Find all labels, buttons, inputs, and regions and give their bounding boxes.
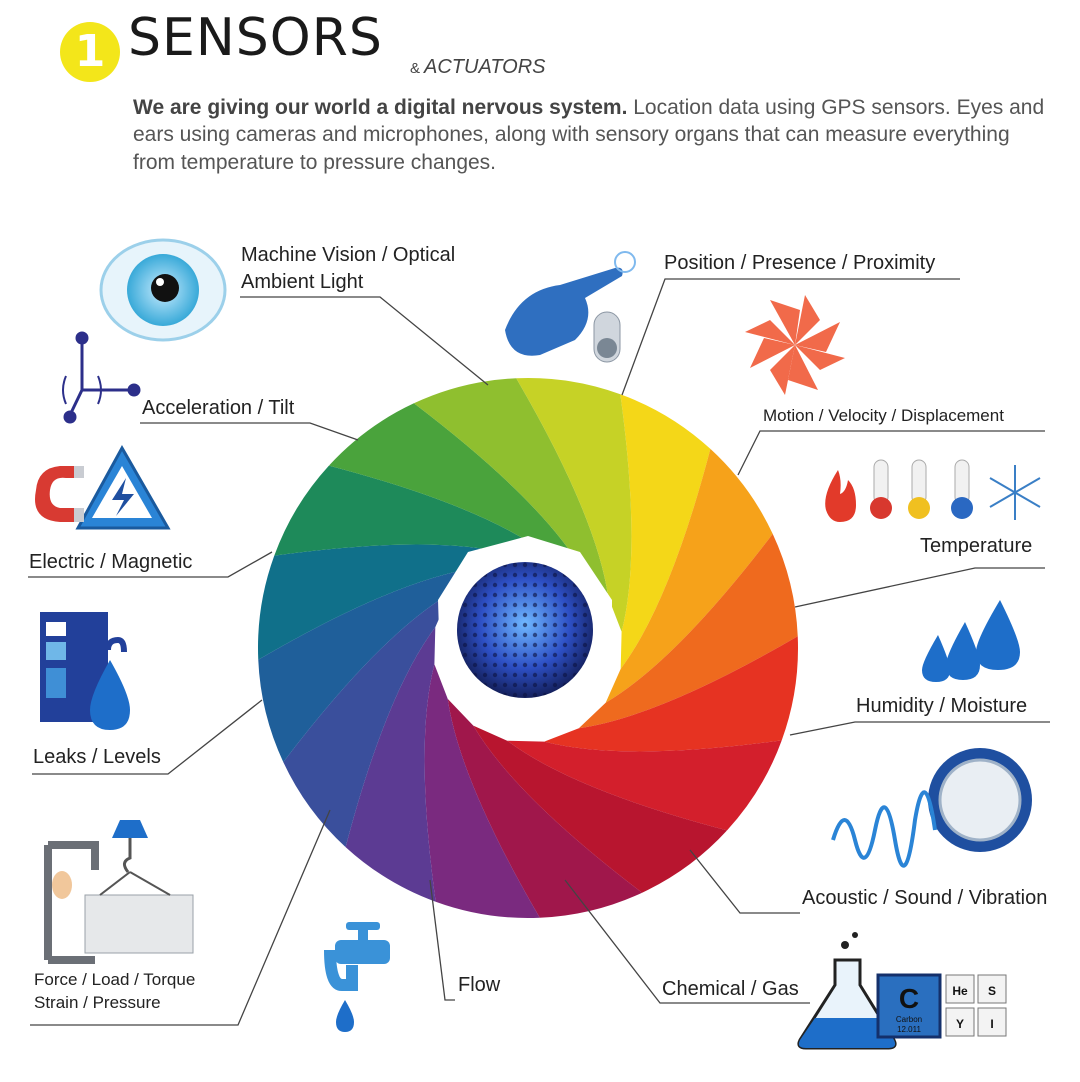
wheel-blade — [516, 377, 632, 632]
wheel-blade — [258, 544, 512, 660]
label-force-line2: Strain / Pressure — [34, 993, 161, 1012]
page-title: SENSORS — [128, 8, 383, 68]
water-drops-icon — [922, 600, 1020, 682]
page-subtitle: &ACTUATORS — [410, 56, 546, 79]
tile-carbon-number: 12.011 — [897, 1025, 921, 1034]
wheel-blade — [328, 403, 583, 571]
tile-carbon-name: Carbon — [896, 1015, 922, 1024]
wheel-blade — [473, 725, 728, 893]
wheel-blade — [258, 567, 478, 763]
sound-burst-icon — [831, 748, 1032, 868]
leader-lines — [28, 278, 1050, 1026]
periodic-table-tiles — [876, 973, 1007, 1039]
label-humidity: Humidity / Moisture — [856, 695, 1028, 717]
tank-leak-icon — [40, 612, 130, 730]
flask-chemical-icon — [797, 932, 897, 1050]
wheel-blade — [424, 664, 540, 918]
temperature-icons — [825, 459, 1041, 522]
wheel-blade — [620, 394, 711, 669]
faucet-icon — [324, 922, 390, 1032]
intro-paragraph: We are giving our world a digital nervou… — [133, 94, 1053, 176]
color-wheel — [258, 377, 799, 918]
wheel-blade — [345, 627, 436, 902]
label-acoustic: Acoustic / Sound / Vibration — [802, 887, 1048, 909]
tile-s: S — [988, 984, 996, 998]
intro-rest: Location data using GPS sensors. Eyes an… — [133, 96, 1045, 174]
label-electric: Electric / Magnetic — [29, 551, 193, 573]
magnet-electric-icon — [35, 444, 171, 530]
label-leaks: Leaks / Levels — [33, 746, 161, 768]
wheel-blade — [544, 636, 799, 752]
wheel-blade — [578, 533, 798, 729]
tile-he: He — [952, 984, 968, 998]
wheel-blade — [274, 465, 549, 556]
intro-bold: We are giving our world a digital nervou… — [133, 96, 628, 119]
tile-i: I — [990, 1017, 993, 1031]
tile-y: Y — [956, 1017, 964, 1031]
clamp-load-icon — [44, 820, 194, 964]
finger-touch-icon — [505, 251, 636, 363]
subtitle-ampersand: & — [410, 60, 421, 77]
axes-accelerometer-icon — [62, 331, 141, 424]
label-acceleration: Acceleration / Tilt — [142, 397, 295, 419]
subtitle-text: ACTUATORS — [424, 56, 546, 78]
pinwheel-motion-icon — [745, 295, 845, 395]
label-flow: Flow — [458, 974, 501, 996]
eye-icon — [99, 238, 227, 342]
label-vision-line2: Ambient Light — [241, 271, 364, 293]
wheel-blade — [447, 698, 643, 918]
label-temperature: Temperature — [920, 535, 1033, 557]
wheel-blade — [605, 448, 773, 703]
section-number-badge: 1 — [60, 22, 120, 82]
label-position: Position / Presence / Proximity — [664, 252, 936, 274]
center-sphere-icon — [457, 562, 593, 698]
wheel-blade — [507, 740, 782, 831]
label-vision-line1: Machine Vision / Optical — [241, 244, 456, 266]
wheel-blade — [413, 378, 609, 598]
tile-carbon-symbol: C — [899, 983, 919, 1014]
label-force-line1: Force / Load / Torque — [34, 970, 196, 989]
label-chemical: Chemical / Gas — [662, 978, 799, 1000]
wheel-blade — [283, 593, 451, 848]
label-motion: Motion / Velocity / Displacement — [763, 406, 1004, 425]
